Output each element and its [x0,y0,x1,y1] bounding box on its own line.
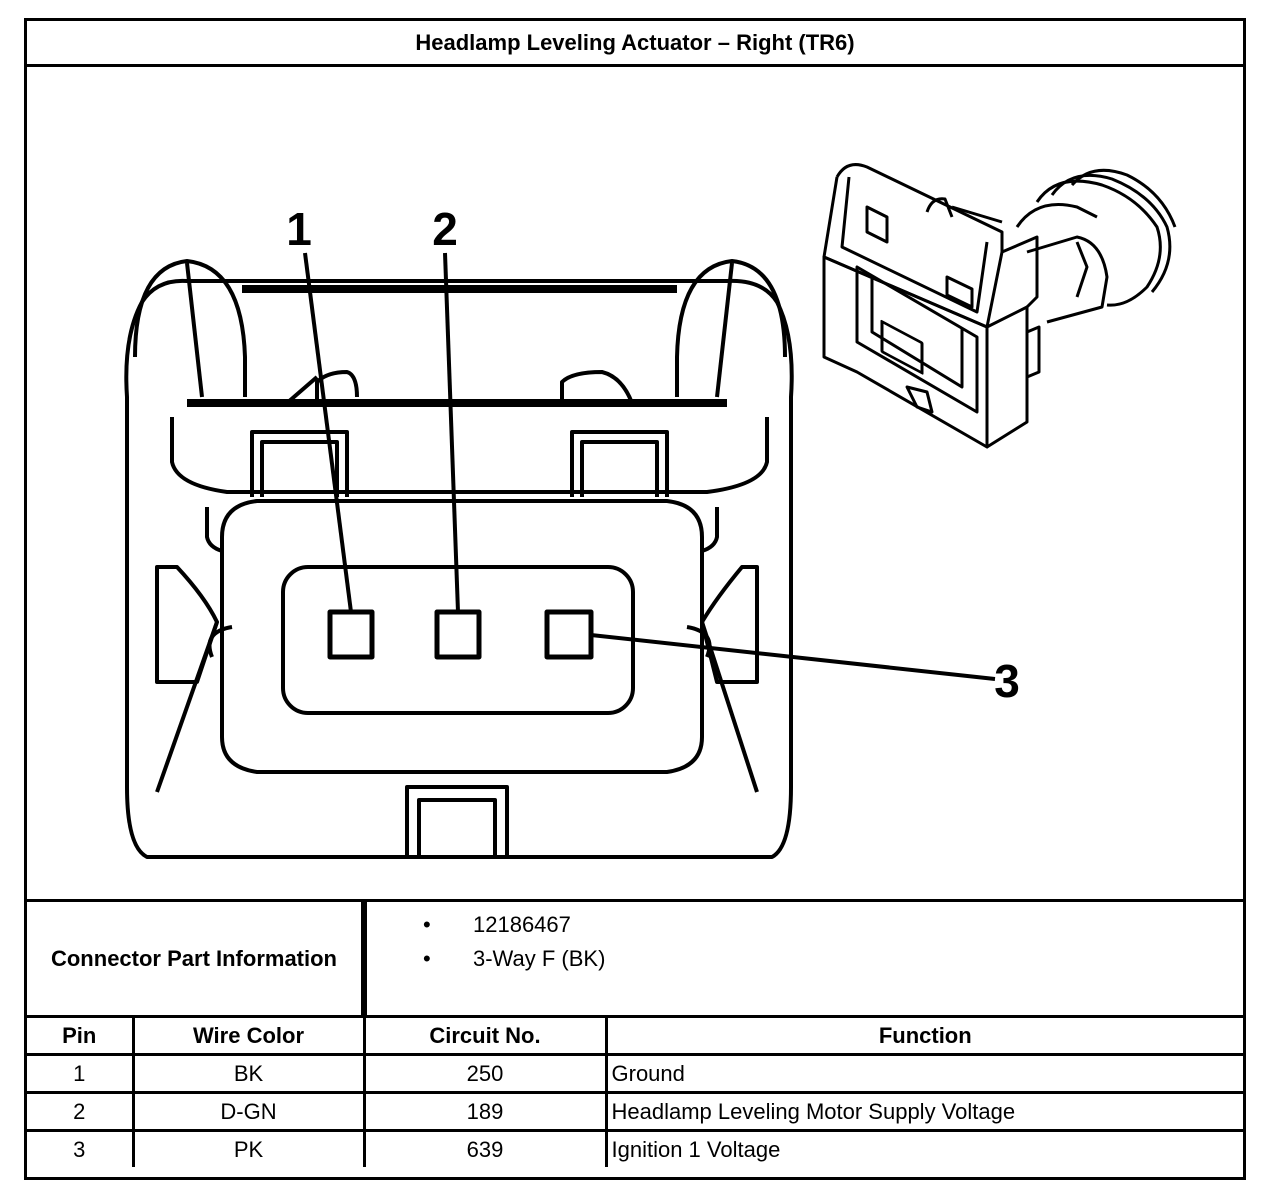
cell-wire-color: D-GN [131,1091,366,1132]
connector-face-drawing: 1 2 3 [124,163,1177,859]
connector-part-information: Connector Part Information • 12186467 • 3-… [27,899,1243,1018]
cell-circuit-no: 189 [362,1091,608,1132]
part-info-item: • 12186467 [423,912,571,938]
col-header-wire-color: Wire Color [131,1018,366,1056]
connector-diagram: 1 2 3 [27,67,1243,899]
part-info-label: Connector Part Information [27,902,364,1015]
inner-face-plate [220,499,704,774]
table-row: 2 D-GN 189 Headlamp Leveling Motor Suppl… [27,1091,1243,1132]
pin-table: Pin Wire Color Circuit No. Function 1 BK… [27,1018,1243,1167]
cell-function: Ignition 1 Voltage [604,1129,1243,1167]
col-header-function: Function [604,1018,1243,1056]
part-info-item: • 3-Way F (BK) [423,946,605,972]
diagram-frame: Headlamp Leveling Actuator – Right (TR6) [24,18,1246,1180]
col-header-circuit-no: Circuit No. [362,1018,608,1056]
bullet-icon: • [423,912,431,937]
part-info-list: • 12186467 • 3-Way F (BK) [364,902,1243,1015]
page-title: Headlamp Leveling Actuator – Right (TR6) [27,21,1243,67]
cell-circuit-no: 250 [362,1053,608,1094]
cell-pin: 1 [27,1053,135,1094]
table-row: 3 PK 639 Ignition 1 Voltage [27,1129,1243,1167]
pin-label-3: 3 [994,655,1020,707]
cell-wire-color: BK [131,1053,366,1094]
pin-1-terminal [327,609,375,660]
table-row: 1 BK 250 Ground [27,1053,1243,1094]
cell-pin: 3 [27,1129,135,1167]
col-header-pin: Pin [27,1018,135,1056]
cell-circuit-no: 639 [362,1129,608,1167]
part-number: 12186467 [473,912,571,937]
cell-pin: 2 [27,1091,135,1132]
cell-function: Headlamp Leveling Motor Supply Voltage [604,1091,1243,1132]
connector-description: 3-Way F (BK) [473,946,606,971]
pin-2-terminal [434,609,482,660]
table-header-row: Pin Wire Color Circuit No. Function [27,1018,1243,1056]
connector-isometric-illustration [822,163,1177,449]
pin-label-1: 1 [286,203,312,255]
cell-wire-color: PK [131,1129,366,1167]
cell-function: Ground [604,1053,1243,1094]
pin-label-2: 2 [432,203,458,255]
bullet-icon: • [423,946,431,971]
pin-3-terminal [544,609,594,660]
